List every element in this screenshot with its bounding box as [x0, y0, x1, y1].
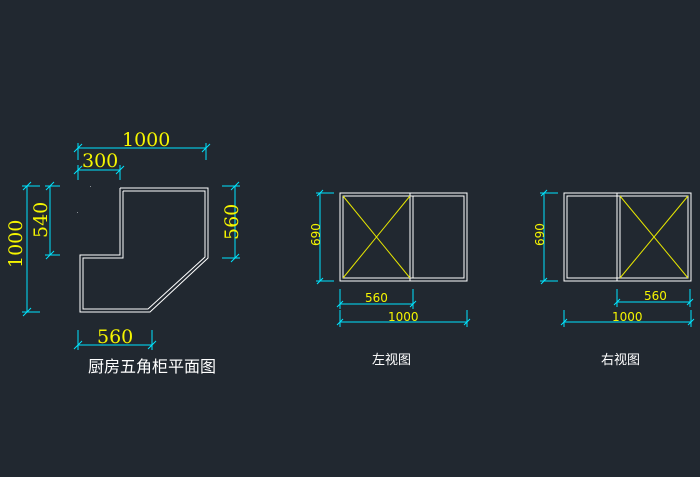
left-view-dim-partial-label: 560 — [365, 291, 388, 305]
plan-dim-right — [222, 181, 240, 263]
plan-dim-top-left — [73, 165, 125, 180]
right-view-dim-height-label: 690 — [533, 223, 547, 246]
right-view-frame — [563, 192, 692, 282]
stray-mark — [90, 186, 91, 187]
left-view-dim-height-label: 690 — [309, 223, 323, 246]
right-view-dim-total-label: 1000 — [612, 310, 643, 324]
plan-dim-left-total — [22, 181, 40, 317]
plan-dim-top-left-label: 300 — [82, 150, 118, 172]
plan-dim-top-total-label: 1000 — [122, 129, 170, 151]
plan-dim-left-total-label: 1000 — [5, 220, 27, 268]
plan-caption: 厨房五角柜平面图 — [88, 357, 216, 376]
right-view-dim-height — [540, 189, 558, 285]
left-view-caption: 左视图 — [372, 353, 411, 368]
left-view-door-cross — [342, 195, 411, 279]
left-view-frame — [339, 192, 468, 282]
left-view-dim-height — [316, 189, 334, 285]
right-view: 690 560 1000 右视图 — [533, 189, 695, 368]
plan-dim-left-upper-label: 540 — [30, 202, 52, 238]
plan-dim-bottom — [73, 330, 157, 350]
stray-mark — [77, 212, 78, 213]
plan-dim-bottom-label: 560 — [97, 326, 133, 348]
right-view-door-cross — [619, 195, 689, 279]
right-view-dim-total — [560, 310, 695, 327]
left-view-dim-total — [336, 310, 471, 327]
right-view-dim-partial — [613, 289, 694, 307]
left-view: 690 560 1000 左视图 — [309, 189, 471, 368]
left-view-dim-total-label: 1000 — [388, 310, 419, 324]
plan-dim-right-label: 560 — [221, 204, 243, 240]
plan-outline — [79, 187, 209, 313]
plan-dim-left-upper — [45, 181, 60, 260]
plan-dim-top-total — [73, 143, 211, 160]
plan-view: 1000 300 1000 540 — [5, 129, 243, 376]
right-view-dim-partial-label: 560 — [644, 289, 667, 303]
right-view-caption: 右视图 — [601, 353, 640, 368]
left-view-dim-partial — [336, 289, 417, 309]
